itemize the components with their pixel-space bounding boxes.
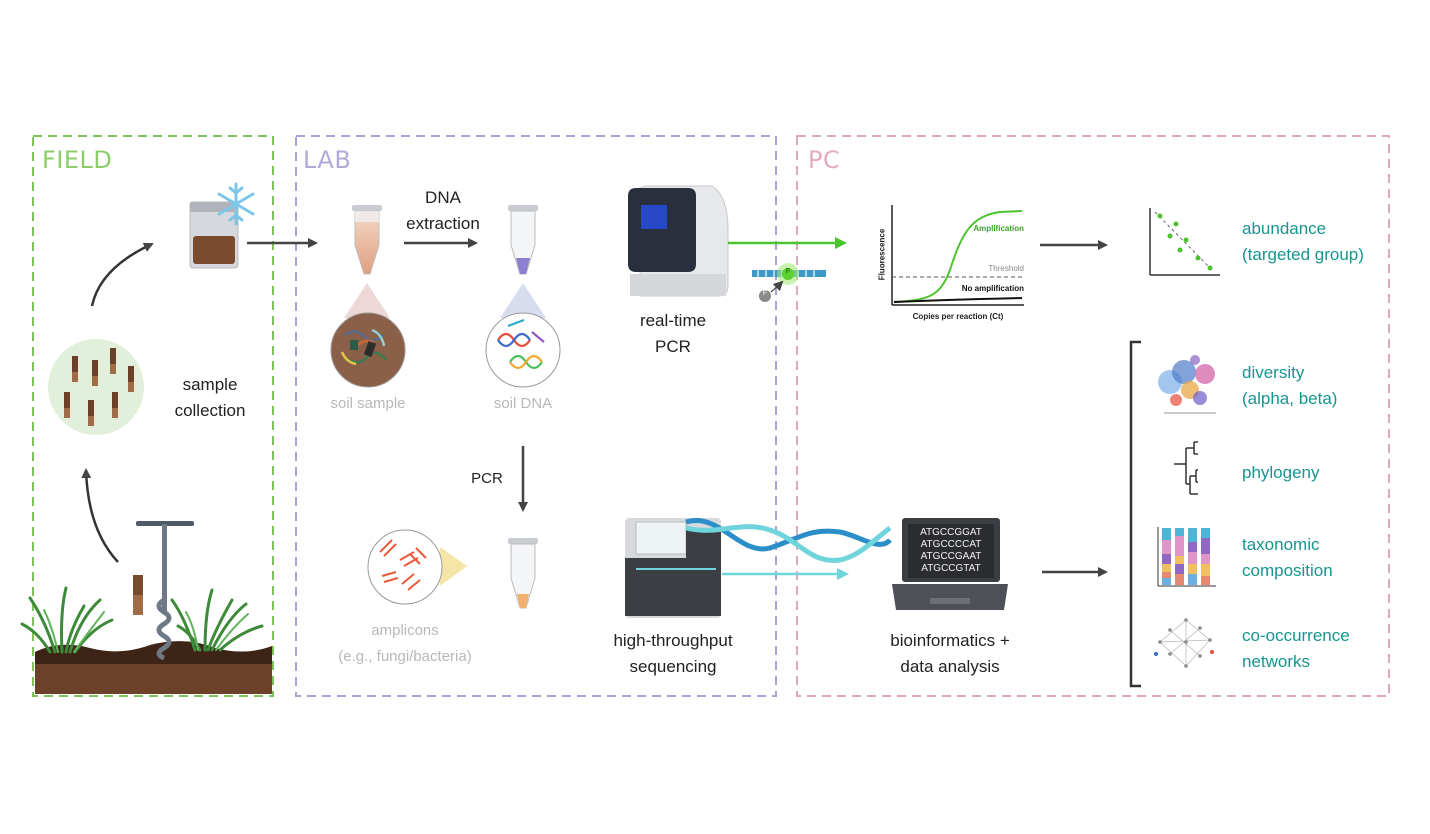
qpcr-amplification-chart [891,205,1024,306]
qpcr-xlabel: Copies per reaction (Ct) [912,312,1004,321]
qpcr-machine-icon [628,185,729,297]
amplicon-tube-icon [508,538,538,609]
snowflake-icon [217,182,255,226]
dna-helix-icon [685,518,892,563]
taxonomic-bars-icon [1157,527,1216,587]
output-phylogeny: phylogeny [1242,463,1320,482]
output-diversity: diversity (alpha, beta) [1242,363,1338,408]
outputs-bracket [1129,340,1141,688]
section-title-field: FIELD [42,146,113,174]
label-realtime-pcr: real-time PCR [639,311,707,356]
dna-tube-icon [508,205,538,275]
arrow-plot-to-bag [90,242,154,307]
output-taxonomic: taxonomic composition [1242,535,1333,580]
no-amplification-curve [893,297,1023,303]
amplification-curve [893,210,1023,303]
sequence-lines: ATGCCGGAT ATGCCCCAT ATGCCGAAT ATGCCGTAT [912,527,990,575]
pc-frame [796,135,1390,697]
section-title-lab: LAB [303,146,352,174]
sequence-line: ATGCCGTAT [921,563,981,574]
soil-sample-icon [330,312,406,388]
label-bioinformatics: bioinformatics + data analysis [890,631,1010,676]
sample-bag-icon [189,201,239,269]
probe-icon [752,263,826,302]
label-soil-sample: soil sample [330,395,406,412]
label-soil-dna: soil DNA [493,395,553,412]
diversity-plot-icon [1158,355,1216,414]
label-hts: high-throughput sequencing [613,631,733,676]
qpcr-no-amplification-label: No amplification [961,284,1024,293]
phylogeny-tree-icon [1174,441,1198,495]
field-frame [32,135,274,697]
laptop-icon [892,518,1008,610]
soil-auger-icon [136,521,194,661]
label-pcr: PCR [471,470,503,487]
output-abundance: abundance (targeted group) [1242,219,1364,264]
sequence-line: ATGCCCCAT [920,539,982,550]
amplicons-icon [367,529,443,605]
probe-quencher-label: F [762,290,768,297]
sequencer-icon [625,518,721,618]
soil-ground-illustration [20,586,272,694]
sequence-line: ATGCCGGAT [920,527,982,538]
soil-tube-icon [352,205,382,275]
qpcr-threshold-label: Threshold [988,264,1024,273]
label-sample-collection: sample collection [174,375,246,420]
sequence-line: ATGCCGAAT [920,551,982,562]
output-cooccurrence: co-occurrence networks [1242,626,1350,671]
label-dna-extraction: DNA extraction [406,188,480,233]
soil-dna-icon [485,312,561,388]
arrow-core-to-plot [81,468,119,563]
qpcr-ylabel: Fluorescence [877,228,887,281]
abundance-plot-icon [1149,208,1220,276]
probe-fluor-label: F [785,268,791,275]
network-icon [1154,618,1214,668]
section-title-pc: PC [808,146,841,174]
label-amplicons: amplicons (e.g., fungi/bacteria) [338,622,472,665]
lab-frame [295,135,777,697]
qpcr-amplification-label: Amplification [973,224,1024,233]
sampling-plot-icon [48,339,144,435]
